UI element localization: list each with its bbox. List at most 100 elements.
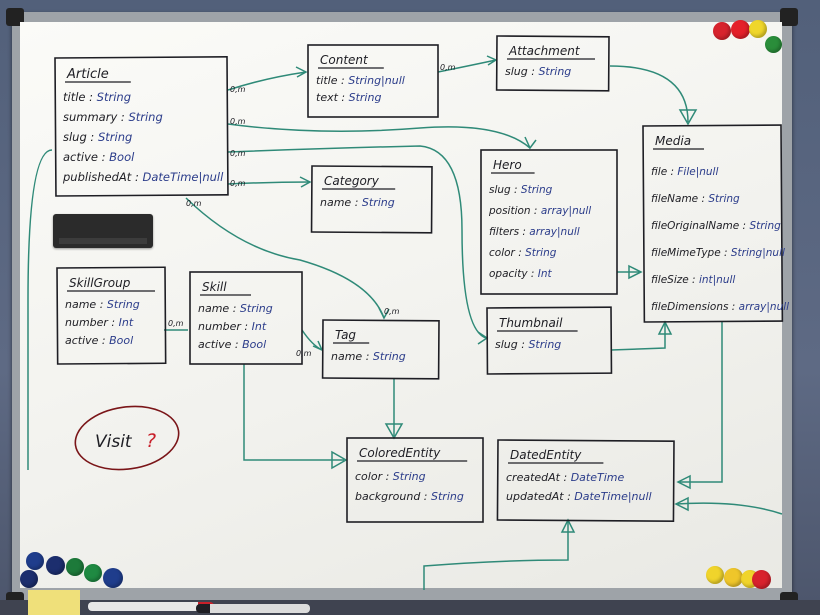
entity-boxes: Article title : String summary : String slu…	[54, 35, 789, 523]
entity-field: fileDimensions : array|null	[651, 301, 789, 313]
black-marker	[196, 604, 310, 613]
yellow-magnet	[749, 20, 767, 38]
entity-field: filters : array|null	[489, 226, 580, 238]
entity-field: name : String	[65, 298, 140, 311]
entity-field: summary : String	[63, 110, 163, 124]
thumbnail-media-inherit	[610, 322, 666, 351]
red-magnet	[713, 22, 731, 40]
red-magnet	[752, 570, 771, 589]
entity-field: slug : String	[505, 65, 571, 78]
connector-arrowhead	[477, 331, 489, 345]
entity-box-border	[310, 165, 433, 234]
entity-field: updatedAt : DateTime|null	[506, 490, 652, 503]
article-thumbnail-link	[227, 145, 487, 339]
multiplicity-label: 0,m	[186, 199, 202, 208]
entity-field: name : String	[198, 302, 273, 315]
visit-text: Visit	[95, 432, 133, 452]
entity-box-border	[486, 306, 613, 375]
entity-box-border	[321, 319, 440, 380]
multiplicity-label: 0,m	[168, 319, 184, 328]
left-margin-line	[27, 149, 53, 470]
connector-arrowhead	[657, 320, 673, 335]
content-attachment-link	[437, 59, 497, 73]
entity-title: SkillGroup	[69, 276, 131, 290]
multiplicity-label: 0,m	[230, 149, 246, 158]
green-magnet	[765, 36, 782, 53]
entity-field: active : Bool	[65, 334, 133, 347]
article-content-link	[227, 71, 307, 91]
multiplicity-label: 0,m	[230, 117, 246, 126]
entity-title: Attachment	[508, 44, 581, 58]
entity-title: Thumbnail	[499, 316, 563, 330]
entity-title: Content	[320, 53, 369, 67]
skill-coloredentity-inherit	[243, 364, 344, 461]
connector-arrowhead	[628, 264, 643, 280]
entity-field: color : String	[355, 470, 426, 483]
article-tag-link	[185, 197, 385, 319]
entity-field: active : Bool	[63, 150, 135, 164]
entity-field: number : Int	[65, 316, 134, 329]
entity-title: Skill	[202, 280, 227, 294]
connector-arrowhead	[331, 450, 348, 470]
frame-corner-cap	[780, 8, 798, 26]
bottom-datedentity-inherit	[423, 520, 569, 590]
entity-box-border	[495, 35, 610, 92]
entity-title: Media	[655, 134, 691, 148]
entity-field: color : String	[489, 247, 557, 259]
connector-lines	[27, 55, 783, 590]
frame-corner-cap	[6, 8, 24, 26]
entity-coloredentity: ColoredEntity color : String background : …	[346, 437, 484, 523]
entity-field: publishedAt : DateTime|null	[62, 170, 224, 184]
board-edge-datedentity-link	[675, 502, 783, 515]
connector-arrowhead	[678, 109, 698, 126]
blue-magnet	[103, 568, 123, 588]
entity-title: Article	[66, 67, 109, 82]
entity-field: title : String	[63, 90, 131, 104]
entity-field: slug : String	[495, 338, 561, 351]
entity-title: Tag	[335, 328, 356, 342]
media-datedentity-inherit	[678, 322, 723, 483]
entity-field: opacity : Int	[489, 268, 553, 280]
entity-content: Content title : String|null text : String	[307, 44, 439, 118]
multiplicity-label: 0,m	[296, 349, 312, 358]
entity-field: createdAt : DateTime	[506, 471, 624, 484]
entity-field: position : array|null	[488, 205, 591, 217]
entity-field: fileOriginalName : String	[651, 220, 781, 232]
entity-field: fileSize : int|null	[651, 274, 735, 286]
article-category-link	[227, 181, 311, 185]
entity-field: fileName : String	[651, 193, 740, 205]
entity-box-border	[54, 55, 229, 197]
connector-arrowhead	[384, 423, 404, 440]
article-hero-link	[227, 123, 531, 149]
blue-magnet	[20, 570, 38, 588]
entity-box-border	[56, 266, 167, 365]
green-magnet	[66, 558, 84, 576]
entity-title: Hero	[493, 158, 522, 172]
connector-arrowhead	[378, 307, 390, 320]
entity-field: background : String	[355, 490, 464, 503]
entity-skill: Skill name : String number : Int active : B…	[189, 271, 303, 365]
entity-box-border	[642, 124, 784, 323]
multiplicity-label: 0,m	[230, 179, 246, 188]
connector-arrowhead	[524, 136, 537, 150]
connector-arrowhead	[674, 496, 689, 512]
entity-field: slug : String	[489, 184, 553, 196]
entity-hero: Hero slug : String position : array|null fi…	[480, 149, 618, 295]
entity-box-border	[189, 271, 303, 365]
entity-field: number : Int	[198, 320, 267, 333]
blue-magnet	[26, 552, 44, 570]
entity-title: ColoredEntity	[359, 446, 441, 460]
connector-arrowhead	[299, 176, 312, 188]
multiplicity-label: 0,m	[230, 85, 246, 94]
entity-field: title : String|null	[316, 74, 405, 87]
entity-field: active : Bool	[198, 338, 266, 351]
entity-box-border	[496, 439, 675, 523]
entity-field: name : String	[331, 350, 406, 363]
entity-field: text : String	[316, 91, 381, 104]
